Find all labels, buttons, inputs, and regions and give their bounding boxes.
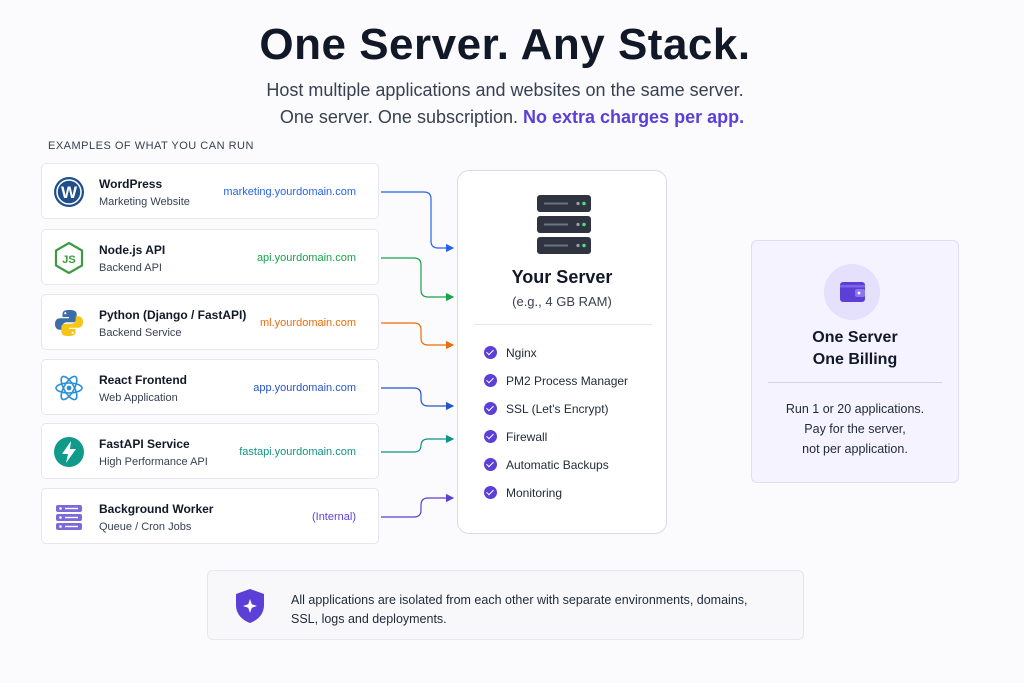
app-desc: High Performance API (99, 456, 208, 468)
app-domain: api.yourdomain.com (256, 252, 356, 264)
app-card-worker: Background Worker Queue / Cron Jobs (Int… (41, 488, 379, 544)
check-icon (484, 374, 497, 387)
app-name: React Frontend (99, 373, 188, 387)
app-name: WordPress (99, 177, 163, 191)
app-card-react: React Frontend Web Application app.yourd… (41, 359, 379, 415)
app-domain: ml.yourdomain.com (260, 317, 356, 329)
app-domain: marketing.yourdomain.com (223, 186, 356, 198)
subtitle-line-2-text: One server. One subscription. (279, 107, 518, 127)
isolation-note-text: All applications are isolated from each … (291, 593, 748, 626)
billing-card: One Server One Billing Run 1 or 20 appli… (751, 240, 959, 483)
feature-label: Firewall (506, 430, 548, 444)
feature-label: Automatic Backups (506, 458, 609, 472)
feature-item: Automatic Backups (484, 458, 609, 472)
check-icon (484, 430, 497, 443)
app-name: Python (Django / FastAPI) (99, 308, 247, 322)
app-card-wordpress: W WordPress Marketing Website marketing.… (41, 163, 379, 219)
feature-label: Nginx (506, 346, 537, 360)
billing-text-line-1: Run 1 or 20 applications. (785, 402, 925, 416)
python-icon (55, 310, 83, 336)
billing-text-line-2: Pay for the server, (804, 422, 906, 436)
app-domain: fastapi.yourdomain.com (239, 446, 356, 458)
app-card-nodejs: JS Node.js API Backend API api.yourdomai… (41, 229, 379, 285)
connector-fastapi (381, 434, 455, 453)
app-desc: Backend Service (99, 327, 182, 339)
subtitle-highlight: No extra charges per app. (523, 107, 745, 127)
worker-icon (56, 505, 82, 530)
react-icon (55, 375, 83, 401)
svg-text:JS: JS (62, 254, 75, 266)
check-icon (484, 458, 497, 471)
page-title: One Server. Any Stack. (259, 20, 751, 69)
feature-item: Monitoring (484, 486, 562, 500)
check-icon (484, 402, 497, 415)
shield-icon (236, 589, 264, 623)
billing-text-line-3: not per application. (802, 442, 908, 456)
divider (768, 382, 942, 383)
nodejs-icon: JS (54, 242, 84, 274)
app-domain: app.yourdomain.com (253, 382, 356, 394)
server-subtitle: (e.g., 4 GB RAM) (512, 294, 612, 309)
connector-react (381, 387, 455, 411)
app-desc: Marketing Website (99, 196, 190, 208)
app-desc: Queue / Cron Jobs (99, 521, 192, 533)
connector-python (381, 322, 455, 350)
server-title: Your Server (511, 267, 613, 287)
app-card-fastapi: FastAPI Service High Performance API fas… (41, 423, 379, 479)
app-name: Node.js API (99, 243, 166, 257)
server-icon (537, 195, 591, 254)
app-desc: Backend API (99, 262, 162, 274)
check-icon (484, 346, 497, 359)
wallet-icon (824, 264, 880, 320)
wordpress-icon: W (54, 177, 84, 207)
billing-title-line-1: One Server (812, 329, 898, 346)
fastapi-icon (54, 437, 84, 467)
divider (474, 324, 652, 325)
app-name: FastAPI Service (99, 437, 190, 451)
check-icon (484, 486, 497, 499)
app-domain: (Internal) (311, 511, 356, 523)
feature-item: Firewall (484, 430, 547, 444)
feature-label: PM2 Process Manager (506, 374, 629, 388)
connector-worker (381, 493, 455, 518)
app-name: Background Worker (99, 502, 214, 516)
server-card: Your Server (e.g., 4 GB RAM) Nginx PM2 P… (457, 170, 667, 534)
subtitle-line-1: Host multiple applications and websites … (266, 80, 744, 100)
app-desc: Web Application (99, 392, 178, 404)
billing-title: One Server One Billing (752, 327, 958, 371)
svg-text:W: W (61, 183, 78, 202)
examples-label: EXAMPLES OF WHAT YOU CAN RUN (48, 140, 254, 152)
connector-wordpress (381, 191, 455, 253)
feature-item: SSL (Let's Encrypt) (484, 402, 609, 416)
app-card-python: Python (Django / FastAPI) Backend Servic… (41, 294, 379, 350)
billing-title-line-2: One Billing (812, 351, 898, 368)
billing-text: Run 1 or 20 applications. Pay for the se… (752, 399, 958, 459)
connector-nodejs (381, 257, 455, 302)
subtitle-line-2: One server. One subscription. No extra c… (0, 107, 1024, 128)
feature-item: Nginx (484, 346, 537, 360)
feature-item: PM2 Process Manager (484, 374, 628, 388)
isolation-note: All applications are isolated from each … (207, 570, 804, 640)
feature-label: SSL (Let's Encrypt) (506, 402, 609, 416)
feature-label: Monitoring (506, 486, 563, 500)
